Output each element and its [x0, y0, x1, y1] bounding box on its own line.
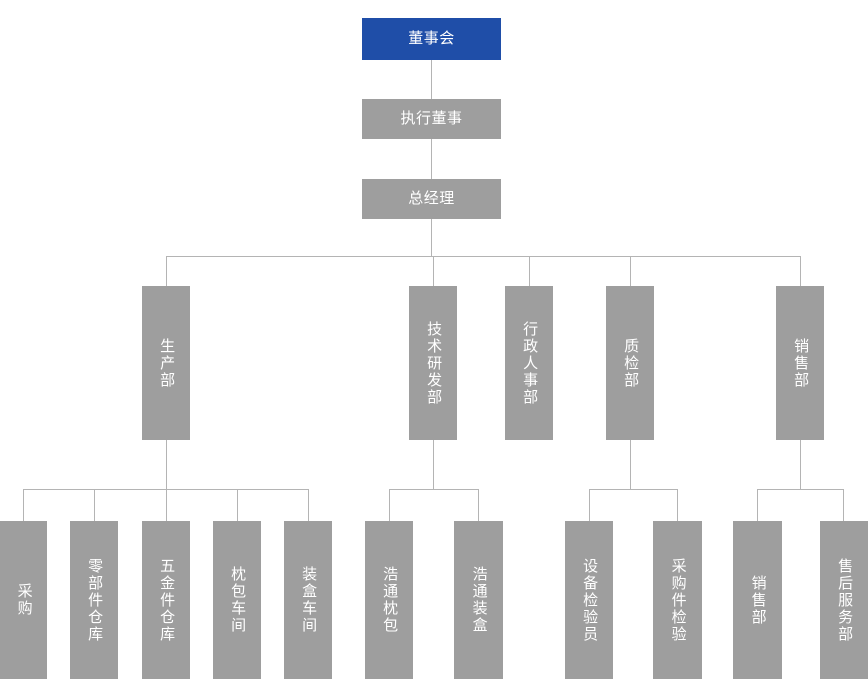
node-haotong-boxing[interactable]: 浩通装盒 — [454, 521, 503, 679]
connector-department-bus — [166, 256, 801, 257]
node-purchased-parts-inspection[interactable]: 采购件检验 — [653, 521, 702, 679]
connector-drop-production — [166, 256, 167, 286]
node-hr-department[interactable]: 行政人事部 — [505, 286, 553, 440]
node-general-manager[interactable]: 总经理 — [362, 179, 501, 219]
connector-drop-sales-dept — [757, 489, 758, 521]
node-hardware-warehouse[interactable]: 五金件仓库 — [142, 521, 190, 679]
node-purchasing[interactable]: 采购 — [0, 521, 47, 679]
connector-drop-aftersales — [843, 489, 844, 521]
connector-drop-haotong-boxing — [478, 489, 479, 521]
node-rnd-department[interactable]: 技术研发部 — [409, 286, 457, 440]
connector-drop-equipment-inspector — [589, 489, 590, 521]
connector-drop-hr — [529, 256, 530, 286]
connector-drop-sales — [800, 256, 801, 286]
connector-qc-down — [630, 440, 631, 489]
connector-drop-haotong-pillow — [389, 489, 390, 521]
node-executive-director[interactable]: 执行董事 — [362, 99, 501, 139]
node-qc-department[interactable]: 质检部 — [606, 286, 654, 440]
connector-gm-down — [431, 219, 432, 256]
connector-drop-boxing-workshop — [308, 489, 309, 521]
node-sales-unit[interactable]: 销售部 — [733, 521, 782, 679]
connector-drop-purchasing — [23, 489, 24, 521]
node-aftersales-service[interactable]: 售后服务部 — [820, 521, 868, 679]
node-sales-department[interactable]: 销售部 — [776, 286, 824, 440]
node-boxing-workshop[interactable]: 装盒车间 — [284, 521, 332, 679]
connector-drop-rnd — [433, 256, 434, 286]
node-production-department[interactable]: 生产部 — [142, 286, 190, 440]
connector-sales-down — [800, 440, 801, 489]
connector-sales-bus — [757, 489, 844, 490]
connector-drop-parts-warehouse — [94, 489, 95, 521]
connector-drop-hardware-warehouse — [166, 489, 167, 521]
connector-drop-pillow-workshop — [237, 489, 238, 521]
node-pillow-workshop[interactable]: 枕包车间 — [213, 521, 261, 679]
connector-rnd-down — [433, 440, 434, 489]
node-board-of-directors[interactable]: 董事会 — [362, 18, 501, 60]
node-parts-warehouse[interactable]: 零部件仓库 — [70, 521, 118, 679]
connector-root-to-exec — [431, 60, 432, 99]
connector-drop-qc — [630, 256, 631, 286]
connector-production-down — [166, 440, 167, 489]
connector-exec-to-gm — [431, 139, 432, 179]
connector-qc-bus — [589, 489, 678, 490]
node-equipment-inspector[interactable]: 设备检验员 — [565, 521, 613, 679]
connector-drop-purchased-parts-inspection — [677, 489, 678, 521]
node-haotong-pillow[interactable]: 浩通枕包 — [365, 521, 413, 679]
connector-rnd-bus — [389, 489, 479, 490]
